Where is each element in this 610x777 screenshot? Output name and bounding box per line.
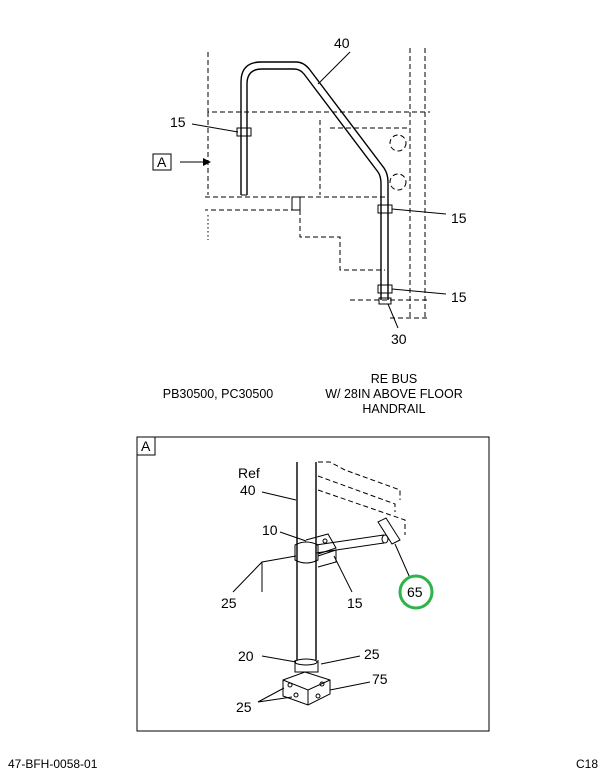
callout-detail-65: 65 — [407, 584, 423, 600]
captions: PB30500, PC30500 RE BUS W/ 28IN ABOVE FL… — [163, 372, 463, 416]
leader-detail-10 — [279, 531, 307, 542]
lower-step-lines — [350, 299, 430, 319]
caption-right-line3: HANDRAIL — [362, 402, 425, 416]
callout-detail-20: 20 — [238, 648, 254, 664]
clip-low-right — [377, 284, 393, 294]
view-a-marker-box — [152, 153, 172, 171]
leader-15-mid — [391, 208, 447, 215]
clamp-bolt — [322, 538, 328, 544]
leader-detail-75 — [329, 681, 371, 691]
footer: 47-BFH-0058-01 C18 — [8, 757, 598, 771]
callout-detail-40: 40 — [240, 482, 256, 498]
callout-detail-25-left: 25 — [221, 595, 237, 611]
callout-detail-25-lower: 25 — [236, 699, 252, 715]
top-view: 40 15 15 15 30 A — [152, 35, 467, 347]
floor-surface — [205, 196, 301, 211]
flange-bolt-1 — [287, 682, 293, 688]
leader-detail-65 — [394, 543, 411, 579]
clamp-bracket — [305, 533, 337, 555]
flange-bolt-2 — [319, 681, 325, 687]
clip-upper-left — [236, 127, 252, 137]
caption-right-line1: RE BUS — [371, 372, 418, 386]
detail-body-outline-2 — [317, 475, 396, 512]
leader-detail-25-lower — [257, 687, 293, 703]
callout-40: 40 — [334, 35, 350, 51]
footer-page: C18 — [576, 757, 598, 771]
wall-bracket-plate — [377, 517, 401, 545]
highlight-circle-65 — [398, 574, 434, 610]
leader-15-low — [391, 288, 447, 295]
callout-15-low: 15 — [451, 289, 467, 305]
leader-15-upper — [191, 123, 239, 133]
flange-bolt-4 — [315, 693, 321, 699]
view-a-arrow-head — [203, 158, 211, 166]
flange-plate — [282, 671, 331, 706]
detail-title-box — [136, 436, 156, 456]
callout-15-upper: 15 — [170, 114, 186, 130]
support-rod-end — [381, 534, 389, 544]
handrail-tube-inner — [246, 68, 382, 300]
callout-ref: Ref — [238, 465, 260, 481]
detail-body-outline — [318, 461, 401, 500]
callout-detail-75: 75 — [372, 671, 388, 687]
caption-left: PB30500, PC30500 — [163, 387, 274, 401]
leader-30 — [387, 303, 399, 329]
detail-title-letter: A — [141, 438, 151, 454]
handrail-tube-outer — [240, 61, 389, 300]
detail-frame — [136, 436, 490, 732]
detail-view-a: A Re — [136, 436, 490, 732]
leader-detail-15 — [333, 555, 353, 593]
step-profile — [299, 210, 385, 271]
callout-30: 30 — [391, 331, 407, 347]
leader-detail-25-right — [320, 655, 361, 665]
view-a-marker-letter: A — [157, 154, 167, 170]
leader-detail-40 — [261, 491, 297, 501]
callout-detail-10: 10 — [262, 522, 278, 538]
support-rod — [315, 534, 385, 554]
flange-plate-edges — [282, 679, 331, 705]
callout-detail-15: 15 — [347, 595, 363, 611]
footer-doc-id: 47-BFH-0058-01 — [8, 757, 98, 771]
callout-detail-25-right: 25 — [364, 646, 380, 662]
flange-collar — [294, 660, 319, 673]
leader-detail-25-left — [232, 555, 297, 593]
clamp-body — [294, 541, 319, 564]
flange-bolt-3 — [293, 692, 299, 698]
detail-body-outline-3 — [317, 489, 406, 535]
access-hole-lower — [389, 173, 407, 191]
access-hole-upper — [389, 134, 407, 152]
handrail-base-mount — [378, 297, 392, 305]
leader-detail-20 — [261, 655, 297, 663]
flange-collar-top — [294, 658, 318, 666]
floor-bracket — [291, 196, 301, 211]
callout-15-mid: 15 — [451, 210, 467, 226]
clamp-bracket-lower — [317, 549, 337, 568]
caption-right-line2: W/ 28IN ABOVE FLOOR — [325, 387, 463, 401]
clip-mid-right — [377, 204, 393, 214]
leader-40 — [317, 51, 351, 85]
